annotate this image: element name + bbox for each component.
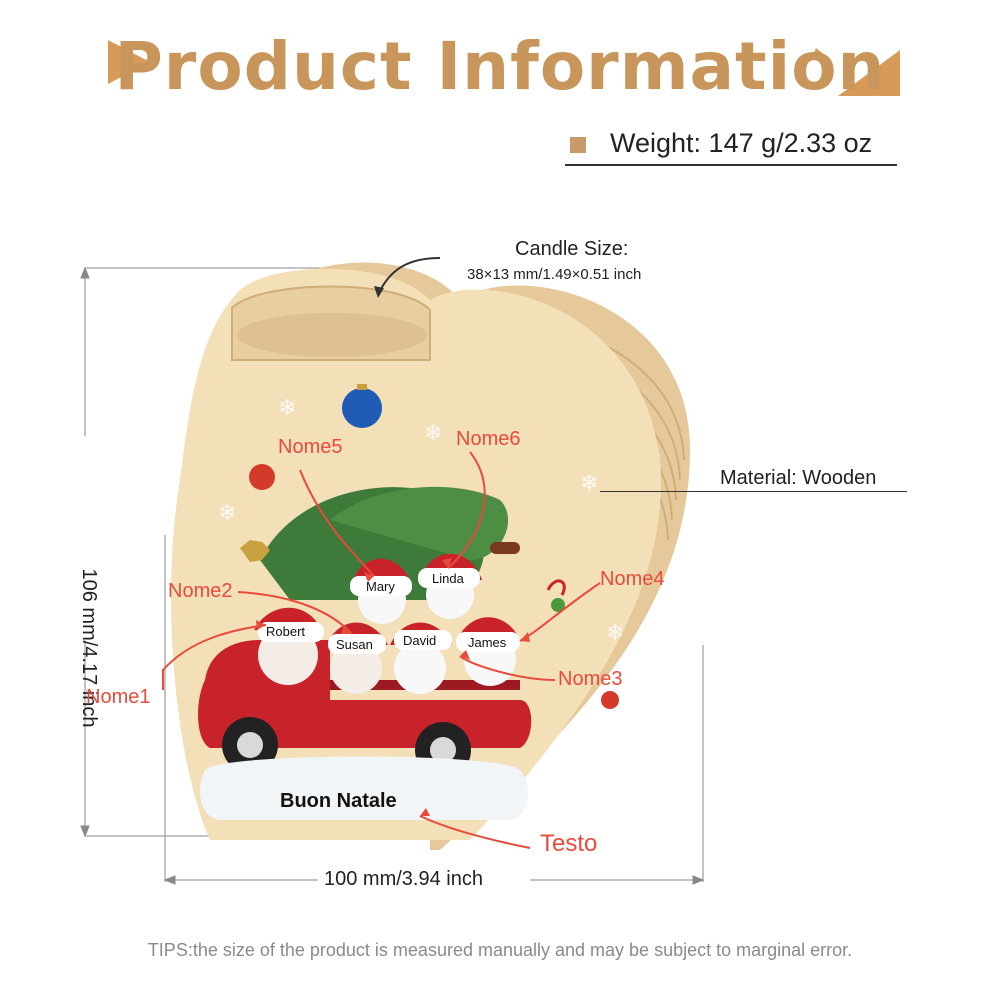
height-dimension-label: 106 mm/4.17 inch <box>78 568 100 728</box>
name-david: David <box>403 633 437 648</box>
callout-nome4: Nome4 <box>600 568 665 590</box>
callout-nome2: Nome2 <box>168 580 233 602</box>
title-decoration <box>108 40 900 96</box>
page-title: Product Information <box>114 28 886 105</box>
callout-nome5: Nome5 <box>278 436 343 458</box>
name-robert: Robert <box>266 624 306 639</box>
snowflake-decor: ❄ ❄ ❄ ❄ ❄ <box>218 396 624 646</box>
candle-size-label: Candle Size: <box>515 238 629 260</box>
svg-text:❄: ❄ <box>218 501 236 526</box>
width-dimension-label: 100 mm/3.94 inch <box>324 868 483 890</box>
small-triangle-icon <box>812 48 826 58</box>
material-label: Material: Wooden <box>720 467 877 489</box>
name-james: James <box>468 635 507 650</box>
tips-note: TIPS:the size of the product is measured… <box>147 940 853 960</box>
name-linda: Linda <box>432 571 464 586</box>
red-ornament-icon <box>249 464 275 490</box>
left-triangle-icon <box>108 40 150 84</box>
name-susan: Susan <box>336 637 373 652</box>
width-dimension-line <box>163 535 705 885</box>
callout-arrows <box>162 451 601 849</box>
ornament-text: Buon Natale <box>280 790 397 812</box>
candle-size-arrow <box>377 257 441 296</box>
svg-text:❄: ❄ <box>580 471 598 496</box>
weight-underline <box>565 164 897 166</box>
svg-text:❄: ❄ <box>278 396 296 421</box>
svg-text:❄: ❄ <box>606 621 624 646</box>
callout-testo: Testo <box>540 830 598 857</box>
callout-nome3: Nome3 <box>558 668 623 690</box>
material-underline <box>600 491 907 492</box>
name-mary: Mary <box>366 579 395 594</box>
callout-nome1: Nome1 <box>86 686 151 708</box>
blue-ornament-icon <box>342 388 382 428</box>
weight-label: Weight: 147 g/2.33 oz <box>610 128 873 158</box>
candy-cane-icon <box>546 579 566 596</box>
right-triangle-icon <box>838 50 900 96</box>
callout-nome6: Nome6 <box>456 428 521 450</box>
svg-text:❄: ❄ <box>424 421 442 446</box>
candle-size-value: 38×13 mm/1.49×0.51 inch <box>467 266 642 283</box>
red-ornament-small-icon <box>601 691 619 709</box>
snow-base <box>200 756 529 820</box>
name-banners <box>258 568 520 654</box>
weight-bullet-icon <box>570 137 586 153</box>
